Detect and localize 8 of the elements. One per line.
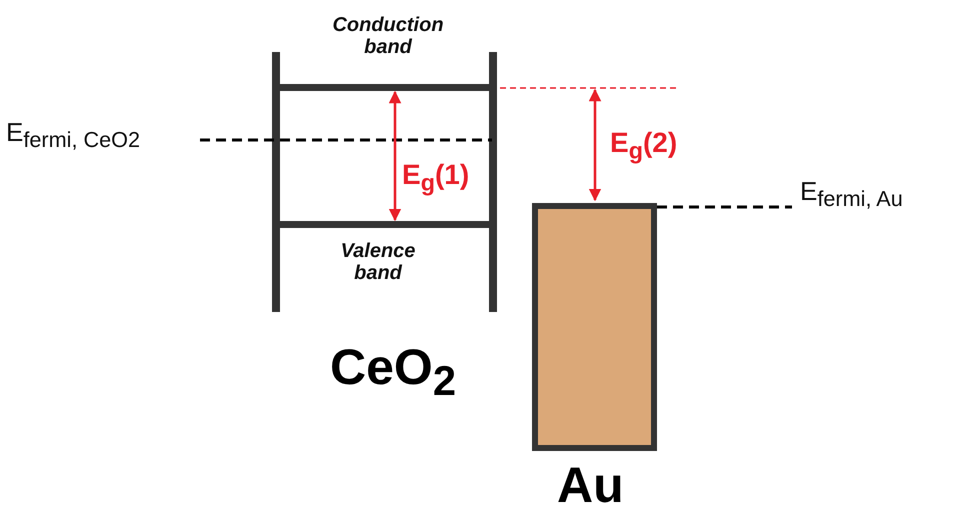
band-label: Valence band <box>340 240 416 284</box>
band-label: Conduction band <box>331 14 445 58</box>
metal-block <box>532 203 657 451</box>
fermi-level-label: E$_{fermi, Au}$ <box>800 177 903 212</box>
energy-gap-label: E$_{g}$(2) <box>610 128 678 164</box>
material-label: CeO$_{2}$ <box>330 340 456 404</box>
material-label: Au <box>557 458 624 513</box>
energy-gap-label: E$_{g}$(1) <box>402 160 470 196</box>
